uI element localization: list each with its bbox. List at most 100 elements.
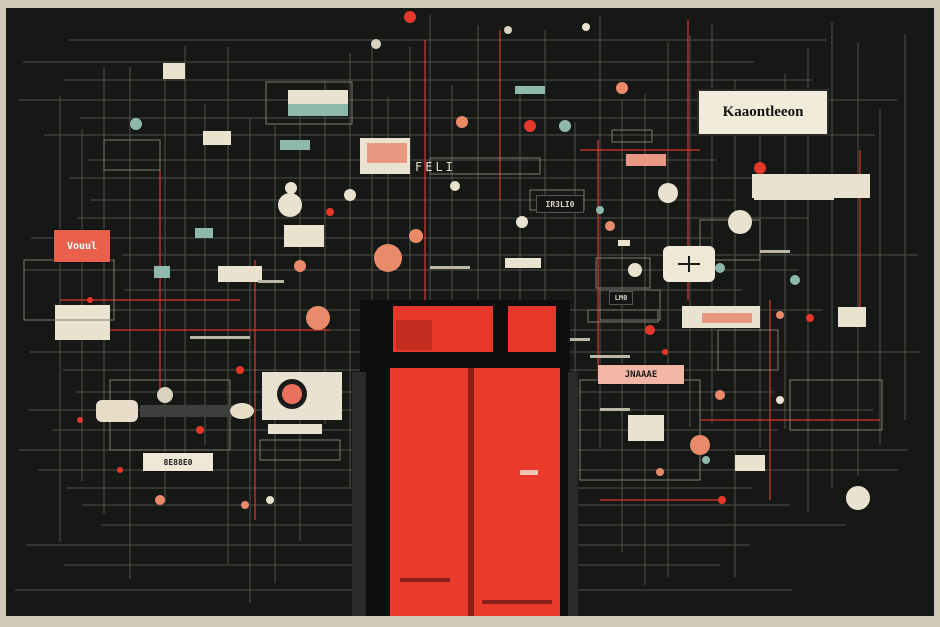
cream-panel bbox=[618, 240, 630, 246]
frame-box bbox=[789, 379, 883, 431]
text-dash bbox=[760, 250, 790, 253]
node-dot-icon bbox=[628, 263, 642, 277]
teal-panel bbox=[195, 228, 213, 238]
node-dot-icon bbox=[656, 468, 664, 476]
cream-panel bbox=[838, 307, 866, 327]
node-dot-icon bbox=[236, 366, 244, 374]
frame-box bbox=[595, 257, 651, 289]
node-dot-icon bbox=[605, 221, 615, 231]
frame-box bbox=[717, 329, 779, 371]
cream-panel bbox=[735, 455, 765, 471]
node-dot-icon bbox=[266, 496, 274, 504]
node-dot-icon bbox=[776, 396, 784, 404]
cream-panel bbox=[284, 225, 324, 247]
frame-box bbox=[611, 129, 653, 143]
lower-left-tag: 8E88E0 bbox=[143, 453, 213, 471]
node-dot-icon bbox=[196, 426, 204, 434]
cream-panel bbox=[268, 424, 322, 434]
node-dot-icon bbox=[77, 417, 83, 423]
text-dash bbox=[600, 408, 630, 411]
cream-panel bbox=[55, 305, 110, 340]
pin-icon bbox=[663, 246, 715, 282]
cream-panel bbox=[218, 266, 262, 282]
cream-panel bbox=[628, 415, 664, 441]
node-dot-icon bbox=[776, 311, 784, 319]
node-dots bbox=[77, 11, 870, 510]
text-dash bbox=[190, 336, 250, 339]
node-dot-icon bbox=[645, 325, 655, 335]
circle-button-icon bbox=[96, 400, 254, 422]
node-dot-icon bbox=[409, 229, 423, 243]
left-sign: Vouul bbox=[54, 230, 110, 262]
lower-right-tag: LM0 bbox=[610, 292, 632, 304]
node-dot-icon bbox=[596, 206, 604, 214]
cabinet-right-door bbox=[474, 368, 560, 616]
node-dot-icon bbox=[371, 39, 381, 49]
node-dot-icon bbox=[728, 210, 752, 234]
frame-box bbox=[103, 139, 161, 171]
node-dot-icon bbox=[806, 314, 814, 322]
node-dot-icon bbox=[718, 496, 726, 504]
text-dash bbox=[258, 280, 284, 283]
node-dot-icon bbox=[516, 216, 528, 228]
node-dot-icon bbox=[754, 162, 766, 174]
node-dot-icon bbox=[155, 495, 165, 505]
node-dot-icon bbox=[155, 267, 165, 277]
frame-box bbox=[259, 439, 341, 461]
red-wire-lines bbox=[60, 20, 880, 520]
top-right-title: Kaaontleeon bbox=[722, 104, 804, 120]
cream-panel bbox=[163, 63, 185, 79]
target-dial-icon bbox=[262, 372, 342, 420]
node-dot-icon bbox=[616, 82, 628, 94]
lower-left-tag-text: 8E88E0 bbox=[163, 457, 193, 467]
node-dot-icon bbox=[559, 120, 571, 132]
node-dot-icon bbox=[524, 120, 536, 132]
pink-panel bbox=[702, 313, 752, 323]
node-dot-icon bbox=[504, 26, 512, 34]
cream-panel bbox=[203, 131, 231, 145]
small-dark-label: IR3LI0 bbox=[537, 196, 583, 212]
node-dot-icon bbox=[662, 349, 668, 355]
text-dash bbox=[590, 355, 630, 358]
upper-center-text: FELI bbox=[415, 160, 456, 174]
node-dot-icon bbox=[326, 208, 334, 216]
node-dot-icon bbox=[658, 183, 678, 203]
teal-panel bbox=[515, 86, 545, 94]
frame-box bbox=[587, 309, 659, 323]
node-dot-icon bbox=[715, 263, 725, 273]
pink-panel bbox=[626, 154, 666, 166]
teal-panel bbox=[288, 104, 348, 116]
frame-box bbox=[265, 81, 353, 125]
red-cabinet bbox=[352, 300, 578, 616]
node-dot-icon bbox=[344, 189, 356, 201]
node-dot-icon bbox=[306, 306, 330, 330]
top-right-title-plate: Kaaontleeon bbox=[699, 91, 827, 134]
cream-panel bbox=[752, 174, 870, 198]
node-dot-icon bbox=[241, 501, 249, 509]
teal-panel bbox=[280, 140, 310, 150]
cream-panel bbox=[505, 258, 541, 268]
node-dot-icon bbox=[846, 486, 870, 510]
node-dot-icon bbox=[404, 11, 416, 23]
node-dot-icon bbox=[690, 435, 710, 455]
node-dot-icon bbox=[702, 456, 710, 464]
node-dot-icon bbox=[285, 182, 297, 194]
lower-right-tag-text: LM0 bbox=[614, 294, 628, 302]
node-dot-icon bbox=[715, 390, 725, 400]
frame-box bbox=[599, 289, 661, 321]
node-dot-icon bbox=[374, 244, 402, 272]
cabinet-top-right-panel bbox=[508, 306, 556, 352]
small-dark-label-text: IR3LI0 bbox=[545, 199, 575, 209]
text-dash bbox=[430, 266, 470, 269]
pink-panel bbox=[367, 143, 407, 163]
node-dot-icon bbox=[456, 116, 468, 128]
node-dot-icon bbox=[294, 260, 306, 272]
node-dot-icon bbox=[117, 467, 123, 473]
cabinet-left-door bbox=[390, 368, 468, 616]
cream-panel bbox=[288, 90, 348, 104]
node-dot-icon bbox=[157, 387, 173, 403]
node-dot-icon bbox=[790, 275, 800, 285]
node-dot-icon bbox=[130, 118, 142, 130]
node-dot-icon bbox=[450, 181, 460, 191]
center-right-sign-text: JNAAAE bbox=[624, 369, 658, 380]
